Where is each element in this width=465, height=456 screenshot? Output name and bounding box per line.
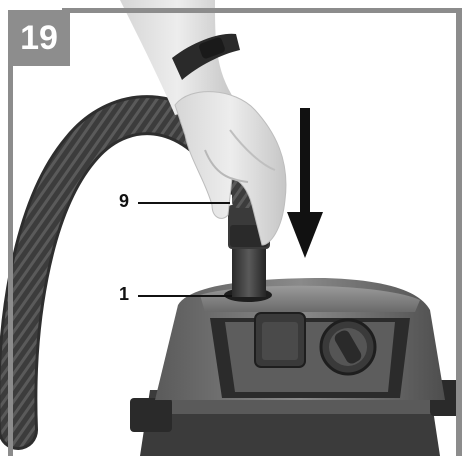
suction-inlet [232,245,266,297]
hand [174,91,287,246]
callout-label-9: 9 [119,191,130,211]
down-arrow-head [287,212,323,258]
callout-leader-1 [138,295,232,297]
callout-label-1: 1 [119,284,130,304]
down-arrow-shaft [300,108,310,218]
figure-number: 19 [20,18,58,57]
callout-leader-9 [138,202,230,204]
figure-number-badge: 19 [8,10,70,66]
